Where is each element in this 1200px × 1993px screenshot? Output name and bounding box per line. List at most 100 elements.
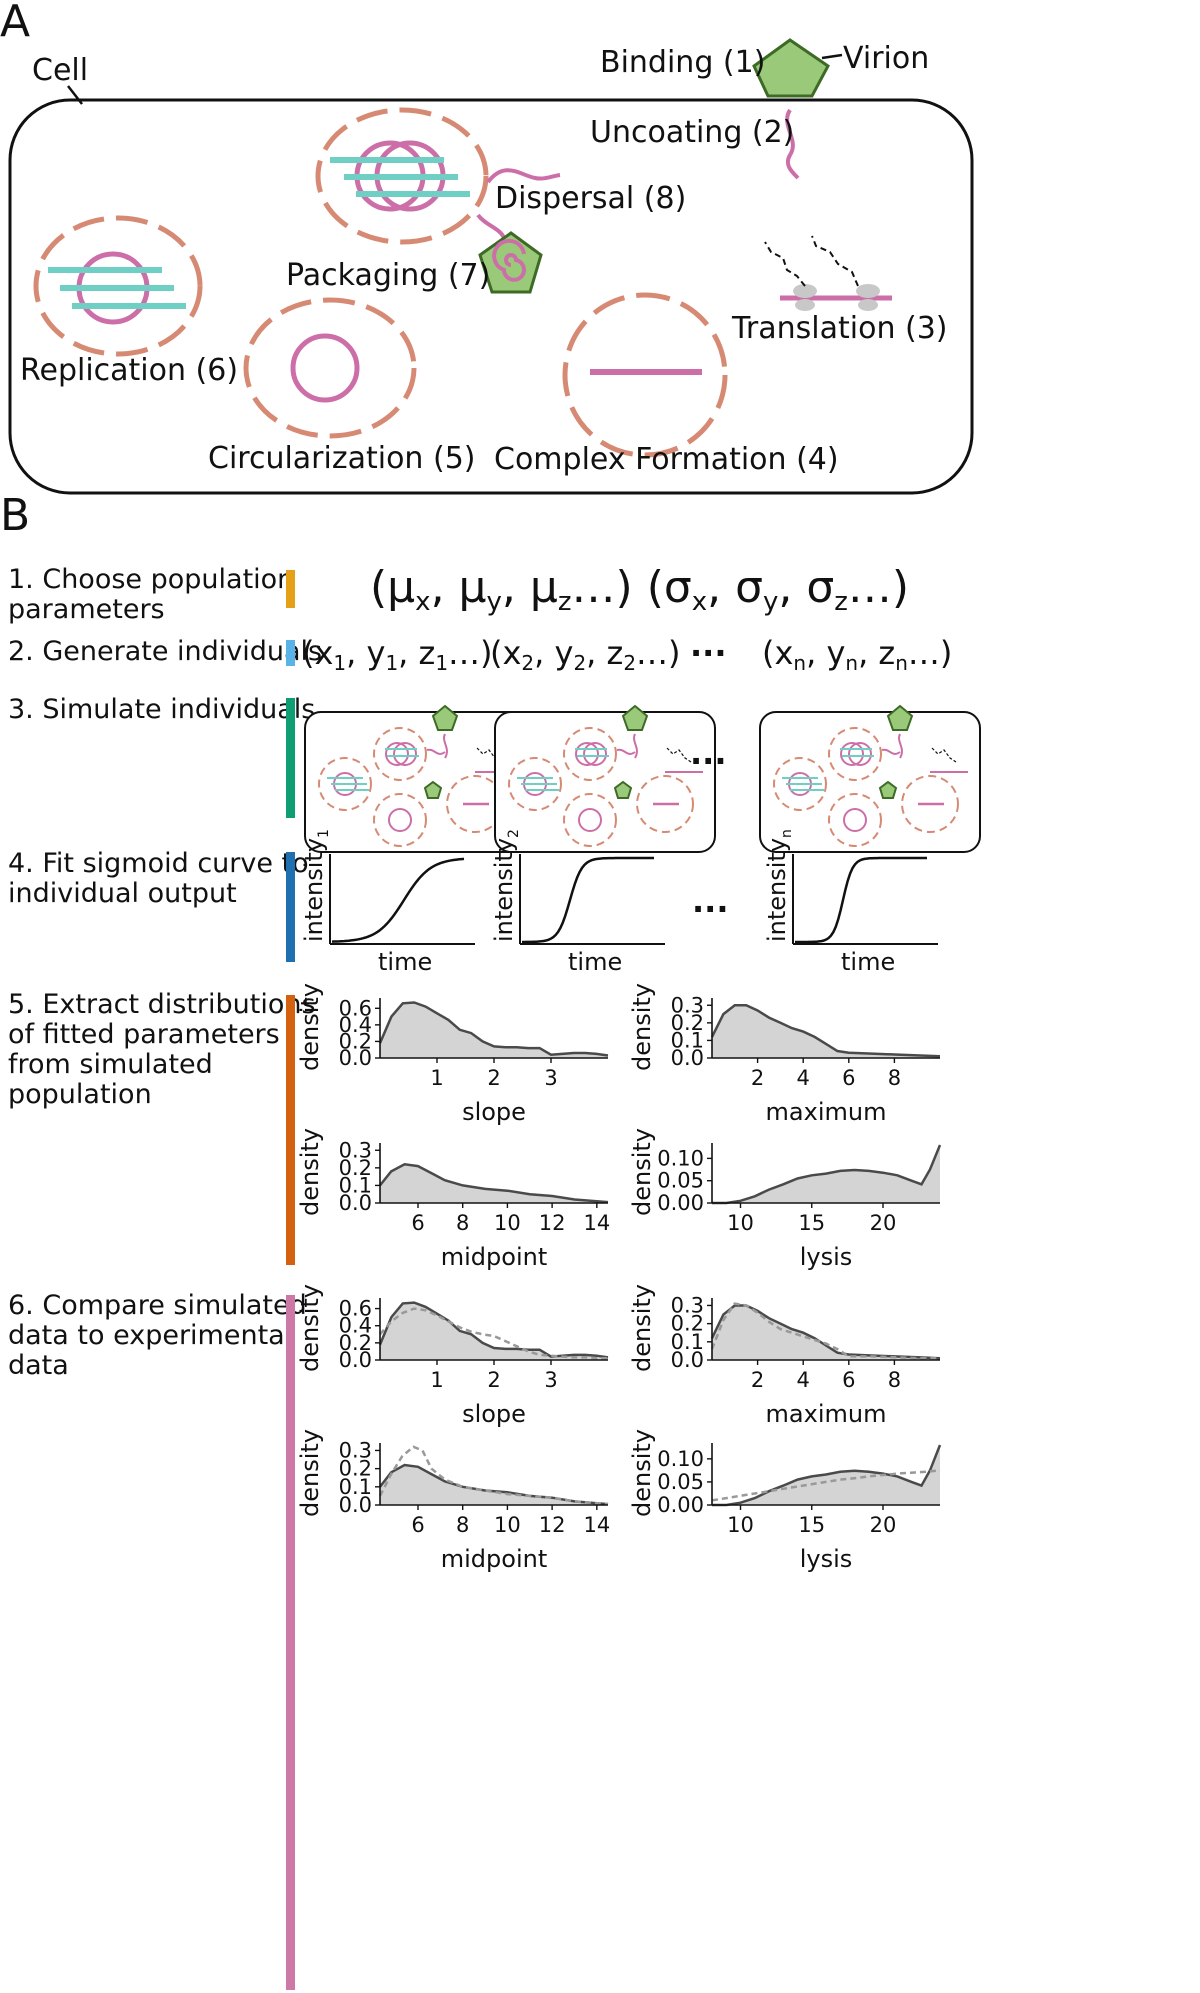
cell-label: Cell (32, 53, 88, 88)
simulated-cell-2 (493, 704, 717, 854)
step-3-label: 3. Simulate individuals (8, 694, 315, 725)
sigmoid-y-label: intensityn (763, 829, 795, 942)
simulated-density-line (712, 1444, 942, 1507)
y-tick-label: 0.1 (339, 1475, 372, 1499)
y-tick-label: 0.2 (339, 1331, 372, 1355)
y-tick-label: 0.2 (339, 1029, 372, 1053)
x-tick-label: 10 (494, 1513, 521, 1537)
x-tick-label: 15 (798, 1513, 825, 1537)
step-4-label-line1: 4. Fit sigmoid curve to (8, 848, 309, 879)
y-tick-label: 0.2 (671, 1011, 704, 1035)
y-tick-label: 0.4 (339, 1314, 372, 1338)
density-fill (380, 1002, 608, 1058)
sigmoid-y-label: intensity2 (490, 829, 522, 942)
x-tick-label: 14 (583, 1211, 610, 1235)
x-tick-label: 15 (798, 1211, 825, 1235)
step-5-label-line2: of fitted parameters (8, 1019, 280, 1050)
y-tick-label: 0.1 (671, 1028, 704, 1052)
simulated-density-line (710, 1304, 941, 1360)
circularization-vesicle (243, 297, 417, 439)
y-tick-label: 0.10 (657, 1146, 704, 1170)
circularization-label: Circularization (5) (208, 441, 475, 476)
y-tick-label: 0.00 (657, 1191, 704, 1215)
step-3-color-bar (286, 698, 295, 818)
step-6-color-bar (286, 1295, 295, 1990)
y-tick-label: 0.2 (339, 1457, 372, 1481)
x-tick-label: 8 (456, 1513, 469, 1537)
sigmoid-x-label: time (378, 948, 432, 976)
y-tick-label: 0.1 (671, 1330, 704, 1354)
step-1-color-bar (286, 570, 295, 608)
y-tick-label: 0.0 (671, 1348, 704, 1372)
step-4-color-bar (286, 852, 295, 962)
individuals-ellipsis: ··· (690, 634, 726, 672)
simulated-density-line (712, 1144, 942, 1205)
panel-a: A Cell Virion Binding (1) Uncoating (2) … (0, 0, 974, 495)
panel-b-label: B (0, 490, 30, 541)
x-tick-label: 1 (430, 1368, 443, 1392)
y-tick-label: 0.3 (671, 993, 704, 1017)
y-tick-label: 0.2 (339, 1156, 372, 1180)
y-axis-label: density (628, 1128, 656, 1216)
simulated-density-line (710, 1004, 941, 1058)
density-fill (380, 1302, 608, 1360)
sigmoid-plot-2: intensity2 time (490, 829, 665, 976)
density-fill (380, 1164, 608, 1203)
y-axis-label: density (296, 983, 324, 1071)
y-axis-label: density (296, 1429, 324, 1517)
x-tick-label: 8 (888, 1066, 901, 1090)
sigmoid-ellipsis: ··· (692, 890, 728, 928)
ribosome-1-icon (793, 284, 817, 298)
y-tick-label: 0.0 (339, 1046, 372, 1070)
x-tick-label: 3 (544, 1066, 557, 1090)
packaged-genome-spiral (492, 238, 526, 282)
sigmoid-x-label: time (568, 948, 622, 976)
sigmoid-curve (795, 856, 927, 944)
simulated-density-line (378, 1001, 609, 1057)
x-axis-label: maximum (766, 1098, 887, 1126)
y-tick-label: 0.0 (671, 1046, 704, 1070)
packaging-label: Packaging (7) (286, 258, 490, 293)
step-5-label-line1: 5. Extract distributions (8, 989, 316, 1020)
step-1-label-line2: parameters (8, 594, 165, 625)
y-tick-label: 0.05 (657, 1169, 704, 1193)
dispersal-label: Dispersal (8) (495, 181, 686, 216)
y-tick-label: 0.05 (657, 1470, 704, 1494)
dispersal-strand (486, 168, 561, 184)
simulated-density-line (378, 1301, 609, 1359)
y-tick-label: 0.0 (339, 1493, 372, 1517)
peptide-chain-1 (764, 241, 806, 287)
x-axis-label: midpoint (441, 1243, 548, 1271)
circular-genome (290, 333, 360, 403)
y-axis-label: density (296, 1284, 324, 1372)
x-axis-label: slope (462, 1400, 526, 1428)
y-tick-label: 0.0 (339, 1348, 372, 1372)
individual-1: (x1, y1, z1…) (302, 634, 493, 675)
density-fill (380, 1465, 608, 1505)
x-tick-label: 8 (888, 1368, 901, 1392)
y-tick-label: 0.4 (339, 1013, 372, 1037)
x-tick-label: 20 (870, 1513, 897, 1537)
ribosome-2b-icon (858, 299, 878, 311)
x-tick-label: 2 (487, 1368, 500, 1392)
x-tick-label: 10 (727, 1211, 754, 1235)
x-tick-label: 8 (456, 1211, 469, 1235)
x-tick-label: 12 (539, 1513, 566, 1537)
replication-label: Replication (6) (20, 353, 238, 388)
sigmoid-curve (331, 857, 465, 943)
density-fill (712, 1005, 940, 1058)
y-tick-label: 0.3 (671, 1293, 704, 1317)
x-axis-label: lysis (800, 1243, 853, 1271)
y-tick-label: 0.0 (339, 1191, 372, 1215)
packaging-strand-tail (476, 213, 506, 239)
x-tick-label: 4 (797, 1368, 810, 1392)
